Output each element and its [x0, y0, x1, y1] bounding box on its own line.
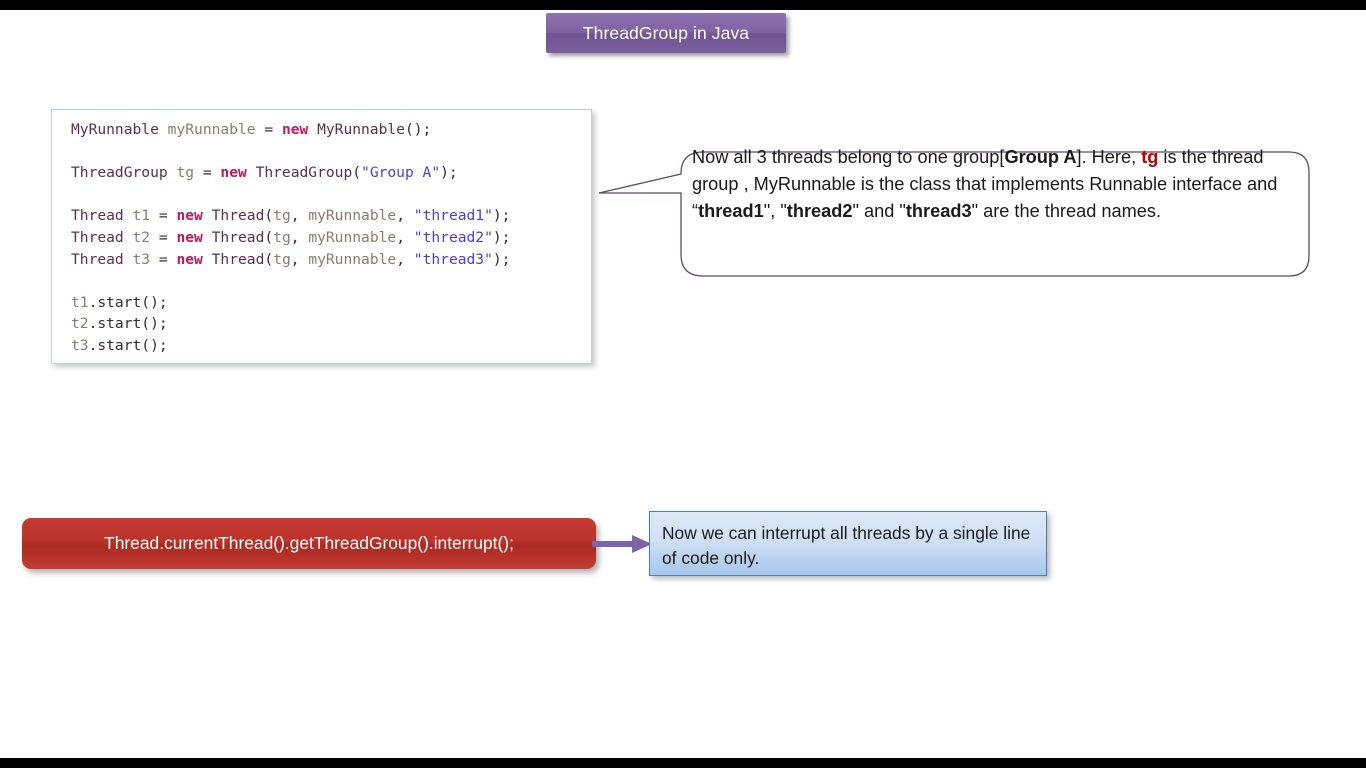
callout-shape — [598, 151, 1310, 277]
callout-seg-4: is the thread group , MyRunnable is the … — [692, 147, 1278, 221]
callout-seg-10: " are the thread names. — [971, 201, 1162, 221]
page-title: ThreadGroup in Java — [582, 22, 750, 43]
callout-seg-2: ]. Here, — [1076, 147, 1142, 167]
callout-bubble: Now all 3 threads belong to one group[Gr… — [597, 126, 1310, 279]
letterbox-bar-top — [0, 0, 1366, 10]
explanation-line-1: Now we can interrupt all threads by a — [662, 523, 949, 543]
callout-seg-0: Now all 3 threads belong to one group[ — [692, 147, 1005, 167]
interrupt-statement-bar: Thread.currentThread().getThreadGroup().… — [22, 518, 596, 569]
explanation-box: Now we can interrupt all threads by a si… — [649, 511, 1047, 576]
explanation-text: Now we can interrupt all threads by a si… — [662, 521, 1037, 570]
callout-seg-thread1: thread1 — [698, 201, 764, 221]
callout-seg-6: ", " — [763, 201, 787, 221]
explanation-line-2: single line of code only. — [662, 523, 1031, 568]
interrupt-statement-label: Thread.currentThread().getThreadGroup().… — [104, 533, 514, 553]
title-banner: ThreadGroup in Java — [546, 13, 786, 53]
callout-seg-8: " and " — [852, 201, 906, 221]
callout-seg-thread3: thread3 — [905, 201, 972, 221]
callout-seg-tg: tg — [1141, 147, 1159, 167]
callout-seg-group-a: Group A — [1004, 147, 1077, 167]
code-snippet-text: MyRunnable myRunnable = new MyRunnable()… — [71, 121, 511, 354]
letterbox-bar-bottom — [0, 758, 1366, 768]
right-arrow-icon — [592, 535, 652, 553]
callout-seg-thread2: thread2 — [786, 201, 853, 221]
code-snippet-box: MyRunnable myRunnable = new MyRunnable()… — [51, 109, 592, 364]
callout-text: Now all 3 threads belong to one group[Gr… — [692, 144, 1292, 225]
